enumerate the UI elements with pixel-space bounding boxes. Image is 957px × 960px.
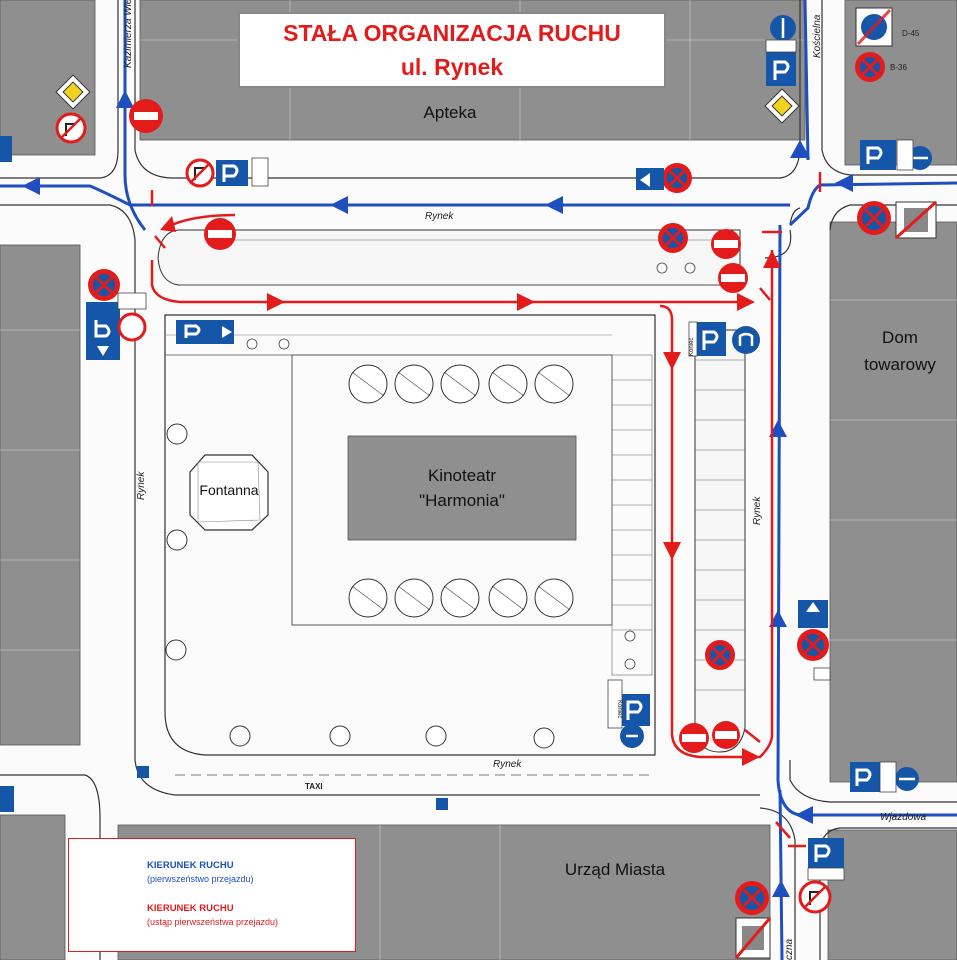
label-kino-line2: "Harmonia" (419, 491, 505, 510)
legend-blue-title: KIERUNEK RUCHU (147, 860, 234, 871)
taxi-sign (137, 766, 149, 778)
right-parking-island (694, 329, 746, 753)
top-parking-island (157, 229, 741, 286)
sign-koniec-top: Koniec (689, 337, 695, 356)
no-entry-signs (129, 99, 748, 753)
street-rynek-left: Rynek (136, 471, 147, 500)
central-block (164, 314, 656, 756)
street-rynek-right: Rynek (752, 496, 763, 525)
label-fontanna: Fontanna (199, 482, 259, 498)
parking-signs (0, 52, 896, 868)
label-kino-line1: Kinoteatr (427, 466, 497, 485)
label-dom-line1: Dom (882, 328, 918, 347)
building-bottom-left (0, 814, 66, 960)
building-dom-towarowy (829, 221, 957, 783)
legend-blue-sub: (pierwszeństwo przejazdu) (147, 874, 254, 884)
map-subtitle: ul. Rynek (400, 54, 504, 80)
street-wjazdowa: Wjazdowa (880, 812, 927, 823)
label-apteka: Apteka (423, 103, 477, 122)
street-kazimierza: Kazimierza Wie (123, 0, 134, 68)
sign-code-b36: B-36 (890, 63, 907, 72)
disabled-icons (246, 262, 696, 670)
street-czna: czna (784, 938, 795, 960)
street-rynek-bottom: Rynek (493, 759, 522, 770)
end-zone-signs (734, 7, 938, 959)
taxi-sign-2 (436, 798, 448, 810)
building-bottom-right (827, 829, 957, 960)
taxi-label: TAXI (305, 782, 323, 791)
label-urzad-miasta: Urząd Miasta (564, 860, 666, 879)
fountain-shape (189, 454, 269, 531)
no-stopping-signs (88, 52, 891, 915)
map-title-box: STAŁA ORGANIZACJA RUCHU ul. Rynek (238, 12, 666, 88)
street-koscielna: Kościelna (812, 14, 823, 58)
round-sign-outline (117, 312, 147, 342)
street-rynek-top: Rynek (425, 211, 454, 222)
map-title: STAŁA ORGANIZACJA RUCHU (283, 20, 621, 46)
sign-koniec-bottom: Koniec (616, 700, 622, 719)
tree-icons (165, 364, 574, 749)
sign-code-d45: D-45 (902, 29, 920, 38)
legend-box: KIERUNEK RUCHU (pierwszeństwo przejazdu)… (68, 838, 356, 952)
legend-red-title: KIERUNEK RUCHU (147, 903, 234, 914)
priority-road-signs (55, 74, 800, 124)
building-kinoteatr (347, 435, 577, 541)
legend-red-sub: (ustąp pierwszeństwa przejazdu) (147, 917, 279, 927)
label-dom-line2: towarowy (864, 355, 936, 374)
building-left (0, 244, 81, 746)
